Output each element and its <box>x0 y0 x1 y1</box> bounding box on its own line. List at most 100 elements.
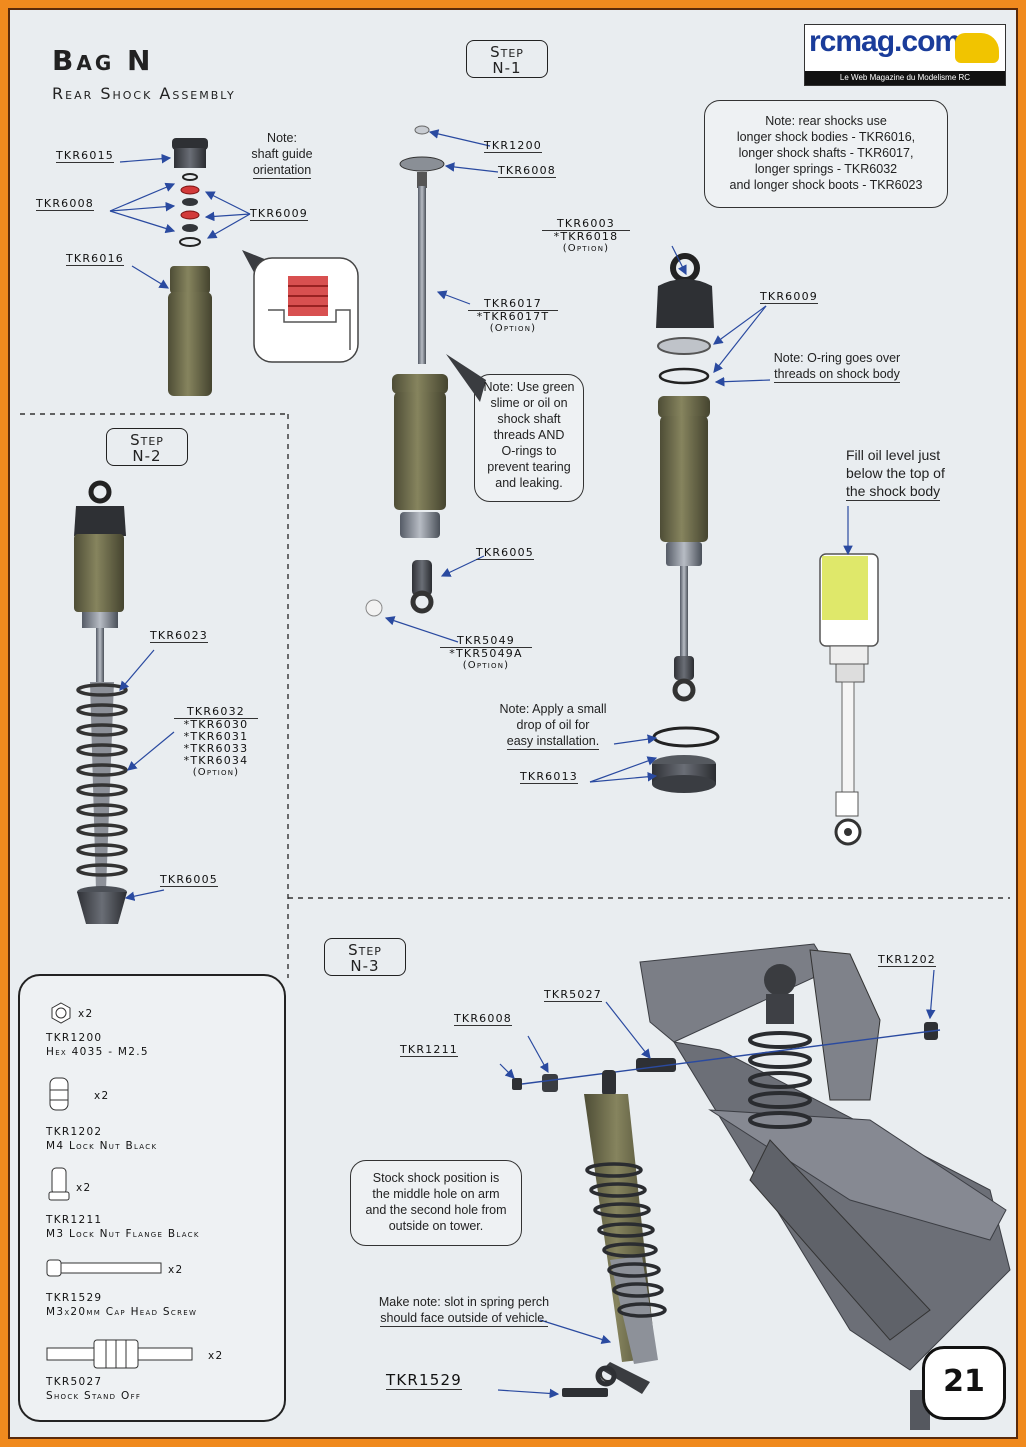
label-option: (Option) <box>462 660 510 671</box>
illustration-layer <box>20 125 1011 1430</box>
hardware-qty: x2 <box>208 1350 224 1362</box>
shaft-guide-cap <box>172 138 208 168</box>
label-tkr6017t: *TKR6017T <box>476 310 550 323</box>
label-option: (Option) <box>192 767 240 778</box>
cap-screw-icon <box>46 1258 164 1280</box>
note-line: the middle hole on arm <box>372 1187 500 1201</box>
label-tkr1202: TKR1202 <box>878 953 936 967</box>
rcmag-logo[interactable]: rcmag.com Le Web Magazine du Modelisme R… <box>804 24 1006 86</box>
hardware-qty: x2 <box>168 1264 184 1276</box>
hardware-part: TKR5027 <box>46 1376 103 1388</box>
label-tkr6015: TKR6015 <box>56 149 114 163</box>
label-spring-group: TKR6032 *TKR6030 *TKR6031 *TKR6033 *TKR6… <box>174 706 258 779</box>
assembled-shock-part <box>658 396 710 702</box>
label-tkr6032: TKR6032 <box>174 706 258 719</box>
note-line: Note: Apply a small <box>499 702 607 716</box>
lower-cap-part <box>652 755 716 793</box>
leader-arrows <box>109 129 936 1399</box>
label-tkr6003-group: TKR6003 *TKR6018 (Option) <box>542 218 630 255</box>
label-tkr6023: TKR6023 <box>150 629 208 643</box>
pivot-ball-part <box>365 599 383 617</box>
step-n1-number: N-1 <box>492 59 522 77</box>
label-tkr5049: TKR5049 <box>440 635 532 648</box>
note-slime: Note: Use green slime or oil on shock sh… <box>476 379 582 491</box>
label-tkr1200: TKR1200 <box>484 139 542 153</box>
bubble-pointer <box>446 354 486 402</box>
page-number: 21 <box>943 1364 985 1399</box>
shock-shaft-part <box>417 172 427 364</box>
label-tkr1529: TKR1529 <box>386 1371 462 1390</box>
note-fill-oil: Fill oil level just below the top of the… <box>846 446 966 501</box>
step-n3-number: N-3 <box>350 957 380 975</box>
shock-body-short <box>168 266 212 396</box>
note-line: easy installation. <box>506 734 600 750</box>
collar-washer-part <box>657 337 711 355</box>
label-option: (Option) <box>489 323 537 334</box>
logo-text: rcmag.com <box>809 25 961 58</box>
step-n2-word: Step <box>130 431 164 449</box>
note-line: O-rings to <box>501 444 557 458</box>
label-tkr6017: TKR6017 <box>468 298 558 311</box>
label-tkr6005-b: TKR6005 <box>160 873 218 887</box>
note-line: slime or oil on <box>490 396 568 410</box>
page-title: Bag N <box>52 44 154 77</box>
page-subtitle: Rear Shock Assembly <box>52 84 236 103</box>
label-tkr6008-a: TKR6008 <box>36 197 94 211</box>
page-number-box: 21 <box>922 1346 1006 1420</box>
note-line: drop of oil for <box>516 718 590 732</box>
hardware-part: TKR1211 <box>46 1214 103 1226</box>
label-tkr6030: *TKR6030 <box>183 718 249 731</box>
hardware-desc: M3 Lock Nut Flange Black <box>46 1228 200 1240</box>
note-line: orientation <box>252 163 312 179</box>
note-shaft-guide: Note: shaft guide orientation <box>232 130 332 179</box>
hardware-part: TKR1200 <box>46 1032 103 1044</box>
step-n3-word: Step <box>348 941 382 959</box>
note-stock-bubble <box>350 1160 522 1246</box>
hardware-desc: Shock Stand Off <box>46 1390 142 1402</box>
label-tkr6005-a: TKR6005 <box>476 546 534 560</box>
label-option: (Option) <box>562 243 610 254</box>
hardware-qty: x2 <box>76 1182 92 1194</box>
spring-n2 <box>76 683 128 877</box>
note-line: Make note: slot in spring perch <box>378 1295 550 1309</box>
note-line: shock shaft <box>497 412 561 426</box>
label-tkr1211: TKR1211 <box>400 1043 458 1057</box>
label-tkr6017-group: TKR6017 *TKR6017T (Option) <box>468 298 558 335</box>
label-tkr6003: TKR6003 <box>542 218 630 231</box>
logo-car-icon <box>955 33 999 63</box>
label-tkr6008-b: TKR6008 <box>498 164 556 178</box>
detail-inset <box>242 250 359 363</box>
lock-nut-icon <box>46 1076 74 1114</box>
o-ring-stack <box>179 173 201 247</box>
logo-tagline: Le Web Magazine du Modelisme RC <box>805 71 1005 85</box>
hardware-desc: M3x20mm Cap Head Screw <box>46 1306 198 1318</box>
note-line: outside on tower. <box>388 1219 484 1233</box>
note-rear-bubble <box>704 100 948 208</box>
body-o-ring-part <box>658 367 710 385</box>
flange-nut-n3 <box>512 1078 522 1090</box>
guide-washer-part <box>399 156 445 172</box>
label-tkr6031: *TKR6031 <box>183 730 249 743</box>
note-line: Fill oil level just <box>846 447 941 463</box>
label-tkr6013: TKR6013 <box>520 770 578 784</box>
label-tkr6009-b: TKR6009 <box>760 290 818 304</box>
hardware-desc: M4 Lock Nut Black <box>46 1140 158 1152</box>
hardware-box: x2 TKR1200 Hex 4035 - M2.5 x2 TKR1202 M4… <box>18 974 286 1422</box>
note-apply-oil: Note: Apply a small drop of oil for easy… <box>488 701 618 750</box>
note-line: below the top of <box>846 465 945 481</box>
label-tkr5027: TKR5027 <box>544 988 602 1002</box>
label-tkr6008-c: TKR6008 <box>454 1012 512 1026</box>
note-line: Note: O-ring goes over <box>773 351 901 365</box>
note-line: shaft guide <box>251 147 313 161</box>
note-line: Stock shock position is <box>372 1171 500 1185</box>
note-oring: Note: O-ring goes over threads on shock … <box>762 350 912 383</box>
shock-body-long <box>392 374 448 538</box>
flange-nut-icon <box>46 1166 74 1206</box>
note-line: and the second hole from <box>365 1203 507 1217</box>
note-line: longer shock bodies - TKR6016, <box>736 130 916 144</box>
hardware-part: TKR1202 <box>46 1126 103 1138</box>
note-line: longer springs - TKR6032 <box>754 162 898 176</box>
step-n1-box: Step N-1 <box>466 40 548 78</box>
note-spring-slot: Make note: slot in spring perch should f… <box>364 1294 564 1327</box>
note-line: and longer shock boots - TKR6023 <box>729 178 923 192</box>
